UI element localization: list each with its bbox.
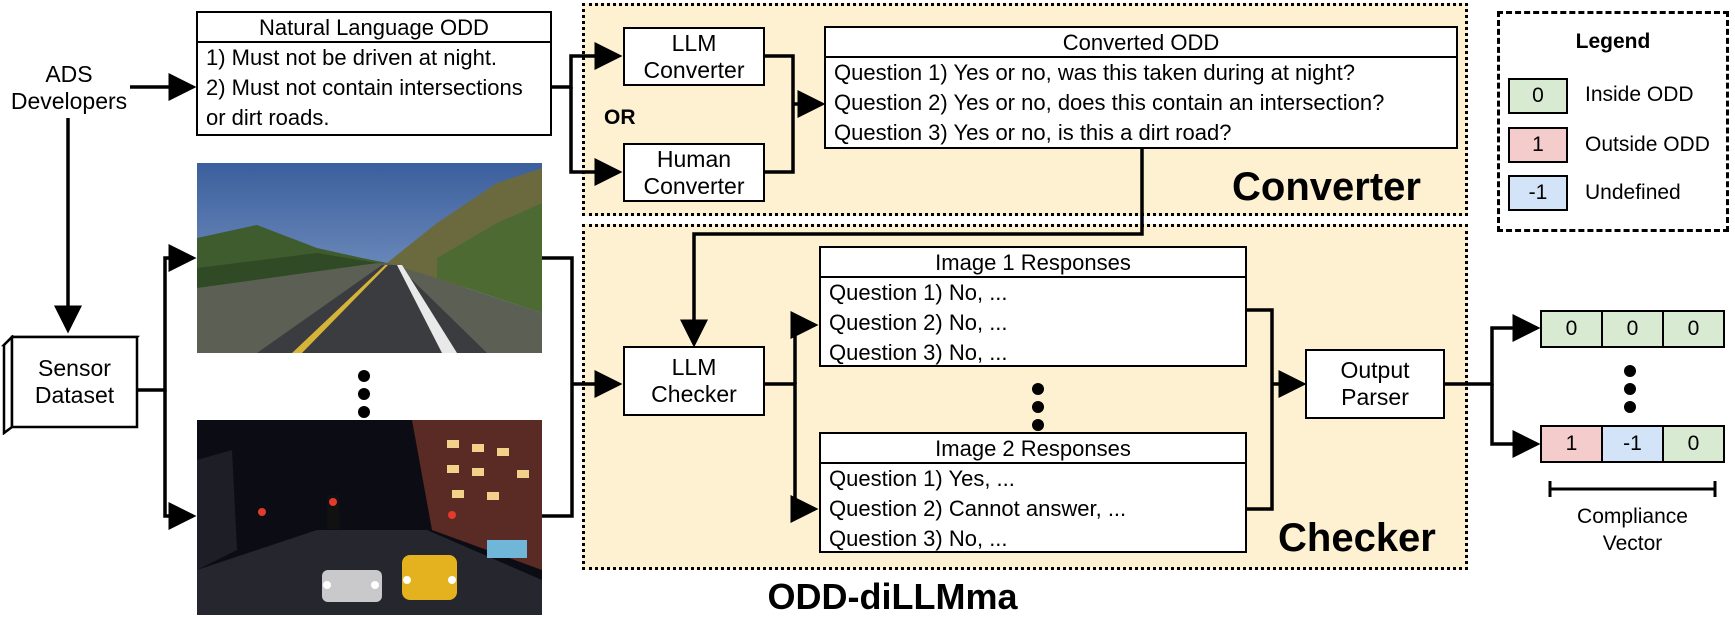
nl-odd-line: 2) Must not contain intersections — [206, 75, 523, 100]
response-line: Question 1) Yes, ... — [829, 466, 1015, 491]
ads-developers: ADS Developers — [10, 61, 128, 114]
legend-swatch-outside: 1 — [1508, 127, 1568, 163]
legend-swatch-undefined: -1 — [1508, 175, 1568, 211]
image-2-responses: Image 2 Responses Question 1) Yes, ... Q… — [819, 432, 1247, 553]
image-1-daytime-road — [197, 163, 542, 353]
or-label: OR — [604, 106, 636, 129]
llm-checker: LLM Checker — [623, 346, 765, 416]
converted-odd-question: Question 2) Yes or no, does this contain… — [834, 90, 1385, 115]
vector-2-cell: 0 — [1662, 425, 1725, 463]
arrow-converters-to-converted-odd — [765, 54, 795, 174]
footer-title: ODD-diLLMma — [767, 576, 1018, 617]
vector-1-cell: 0 — [1540, 310, 1603, 348]
converted-odd-question: Question 1) Yes or no, was this taken du… — [834, 60, 1355, 85]
natural-language-odd: Natural Language ODD 1) Must not be driv… — [196, 11, 552, 136]
legend-label-inside: Inside ODD — [1585, 83, 1694, 106]
arrow-nl-to-human-converter — [569, 87, 623, 186]
legend-title: Legend — [1575, 30, 1651, 53]
arrow-converted-to-checker — [680, 147, 1144, 348]
image-2-responses-title: Image 2 Responses — [821, 434, 1245, 464]
vector-2-cell: -1 — [1601, 425, 1664, 463]
converter-label: Converter — [1232, 165, 1421, 209]
llm-converter: LLM Converter — [623, 27, 765, 86]
nl-odd-title: Natural Language ODD — [198, 13, 550, 43]
arrow-responses-to-parser — [1247, 308, 1274, 511]
response-line: Question 2) No, ... — [829, 310, 1008, 335]
sensor-dataset-label: Sensor Dataset — [34, 355, 115, 408]
legend-label-outside: Outside ODD — [1585, 133, 1710, 156]
compliance-vector-label: Compliance Vector — [1577, 505, 1688, 555]
vectors-ellipsis — [1624, 365, 1636, 419]
arrow-checker-to-responses — [790, 311, 819, 384]
vector-1-cell: 0 — [1662, 310, 1725, 348]
arrow-sensor-to-image2 — [163, 390, 197, 530]
arrow-parser-to-vectors — [1445, 314, 1541, 386]
sensor-dataset-box — [0, 335, 140, 435]
vector-2-cell: 1 — [1540, 425, 1603, 463]
images-ellipsis — [358, 370, 370, 424]
nl-odd-line: or dirt roads. — [206, 105, 330, 130]
converted-odd: Converted ODD Question 1) Yes or no, was… — [824, 26, 1458, 149]
arrow-images-to-checker — [542, 256, 574, 518]
response-line: Question 2) Cannot answer, ... — [829, 496, 1127, 521]
arrow-sensor-to-image1 — [137, 244, 197, 392]
converted-odd-question: Question 3) Yes or no, is this a dirt ro… — [834, 120, 1232, 145]
converted-odd-title: Converted ODD — [826, 28, 1456, 58]
responses-ellipsis — [1032, 383, 1044, 437]
response-line: Question 3) No, ... — [829, 340, 1008, 365]
image-1-responses: Image 1 Responses Question 1) No, ... Qu… — [819, 246, 1247, 367]
legend-label-undefined: Undefined — [1585, 181, 1681, 204]
response-line: Question 3) No, ... — [829, 526, 1008, 551]
legend-swatch-inside: 0 — [1508, 78, 1568, 114]
human-converter: Human Converter — [623, 143, 765, 202]
response-line: Question 1) No, ... — [829, 280, 1008, 305]
image-2-night-street — [197, 420, 542, 615]
output-parser: Output Parser — [1305, 349, 1445, 419]
arrow-nl-to-llm-converter — [538, 42, 623, 89]
nl-odd-line: 1) Must not be driven at night. — [206, 45, 498, 70]
checker-label: Checker — [1278, 516, 1436, 560]
image-1-responses-title: Image 1 Responses — [821, 248, 1245, 278]
vector-1-cell: 0 — [1601, 310, 1664, 348]
